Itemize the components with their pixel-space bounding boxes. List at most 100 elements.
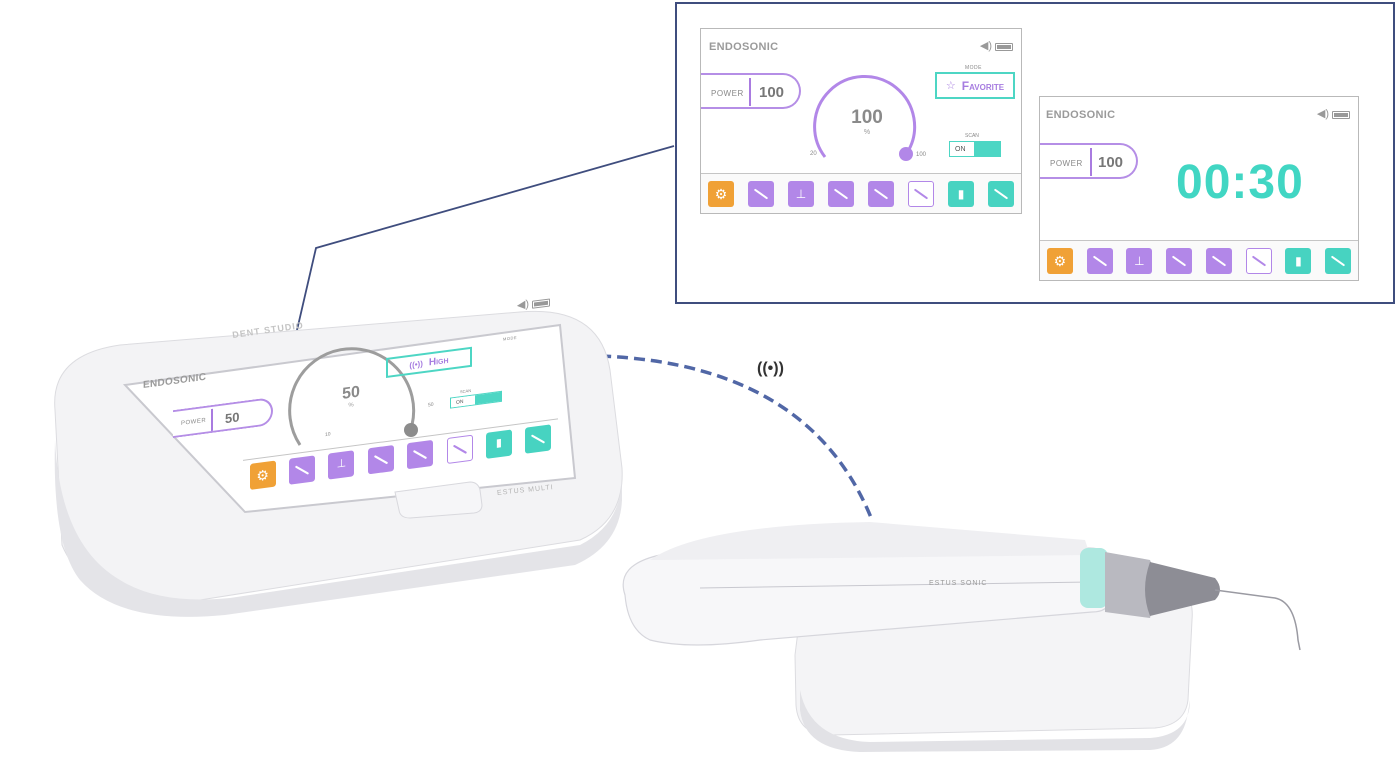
main-gauge-knob xyxy=(899,147,913,161)
file-icon xyxy=(1171,255,1187,266)
main-power-value: 100 xyxy=(759,84,785,101)
console-tool-button-2[interactable]: ⊥ xyxy=(328,449,355,480)
console-screen-title: ENDOSONIC xyxy=(143,371,207,392)
handpiece-model-label: ESTUS SONIC xyxy=(929,580,988,587)
gear-icon: ⚙ xyxy=(256,465,269,484)
scaler-icon xyxy=(1330,255,1346,266)
file-outline-icon xyxy=(452,444,467,454)
main-gauge-max: 100 xyxy=(916,152,927,158)
file-icon xyxy=(373,454,388,464)
console-scan-toggle[interactable]: ON xyxy=(450,390,502,409)
main-tool-button-2[interactable]: ⊥ xyxy=(788,180,814,207)
timer-tool-button-2[interactable]: ⊥ xyxy=(1126,247,1153,274)
console-mode-value: High xyxy=(428,354,449,368)
timer-settings-button[interactable]: ⚙ xyxy=(1046,247,1073,274)
scaler-icon xyxy=(993,188,1009,199)
console-gauge-knob xyxy=(404,423,418,437)
console-tool-button-7[interactable] xyxy=(525,423,552,454)
main-tool-button-3[interactable] xyxy=(828,180,854,207)
power-tick xyxy=(1090,148,1092,176)
console-power-value: 50 xyxy=(225,409,240,427)
console-tool-button-1[interactable] xyxy=(289,454,316,485)
tooth-icon: ▮ xyxy=(495,436,502,450)
main-tool-button-7[interactable] xyxy=(988,180,1014,207)
main-tool-button-6[interactable]: ▮ xyxy=(948,180,974,207)
main-scan-toggle[interactable]: ON xyxy=(949,141,1001,157)
timer-tool-button-4[interactable] xyxy=(1205,247,1232,274)
main-mode-value: Favorite xyxy=(961,78,1005,93)
main-status-icons: ◀) xyxy=(980,41,1013,52)
main-gauge-unit: % xyxy=(863,129,871,136)
console-gauge-arc xyxy=(288,347,416,446)
file-outline-icon xyxy=(1251,255,1266,266)
gear-icon: ⚙ xyxy=(714,185,728,202)
battery-icon xyxy=(995,42,1013,51)
battery-icon xyxy=(532,297,550,309)
console-tool-button-6[interactable]: ▮ xyxy=(485,428,512,459)
timer-tool-button-7[interactable] xyxy=(1325,247,1352,274)
main-power-box[interactable]: POWER 100 xyxy=(701,73,801,109)
main-scan-state: ON xyxy=(950,142,974,156)
main-screen-title: ENDOSONIC xyxy=(709,41,779,53)
timer-toolbar: ⚙ ⊥ ▮ xyxy=(1040,240,1358,280)
wireless-mode-icon: ((•)) xyxy=(409,358,423,370)
timer-tool-button-5[interactable] xyxy=(1245,247,1272,274)
main-settings-button[interactable]: ⚙ xyxy=(708,180,734,207)
timer-tool-button-6[interactable]: ▮ xyxy=(1285,247,1312,274)
file-icon xyxy=(873,188,889,199)
timer-power-label: POWER xyxy=(1050,159,1083,168)
scan-fill xyxy=(475,391,501,405)
console-tool-button-5[interactable] xyxy=(446,434,473,464)
console-status-icons: ◀) xyxy=(517,296,550,312)
scan-fill xyxy=(974,142,1000,156)
timer-screen-title: ENDOSONIC xyxy=(1046,109,1116,121)
main-toolbar: ⚙ ⊥ ▮ xyxy=(701,173,1021,213)
main-gauge-min: 20 xyxy=(810,151,817,157)
console-settings-button[interactable]: ⚙ xyxy=(249,460,276,490)
gear-icon: ⚙ xyxy=(1053,252,1067,269)
file-icon xyxy=(413,449,428,459)
wireless-signal-icon: ((•)) xyxy=(757,360,784,377)
speaker-icon: ◀) xyxy=(1316,108,1329,120)
main-power-label: POWER xyxy=(711,89,744,98)
file-outline-icon xyxy=(913,188,929,199)
console-gauge-max: 50 xyxy=(428,401,434,409)
main-tool-button-5[interactable] xyxy=(908,180,934,207)
timer-display: 00:30 xyxy=(1176,156,1304,209)
timer-power-value: 100 xyxy=(1098,154,1124,171)
tooth-icon: ▮ xyxy=(957,186,965,201)
console-tool-button-3[interactable] xyxy=(367,444,394,474)
main-tool-button-1[interactable] xyxy=(748,180,774,207)
console-power-box[interactable]: POWER 50 xyxy=(173,396,273,439)
power-tick xyxy=(211,408,213,432)
file-icon xyxy=(833,188,849,199)
handpiece-icon xyxy=(294,464,310,475)
tooth-root-icon: ⊥ xyxy=(336,457,347,471)
power-tick xyxy=(749,78,751,106)
console-scan-label: SCAN xyxy=(460,387,472,395)
timer-screen: ENDOSONIC ◀) POWER 100 00:30 ⚙ ⊥ ▮ xyxy=(1039,96,1359,281)
handpiece-icon xyxy=(753,188,769,199)
tooth-root-icon: ⊥ xyxy=(1134,253,1145,268)
console-mode-label: MODE xyxy=(503,334,517,342)
timer-power-box[interactable]: POWER 100 xyxy=(1040,143,1138,179)
main-tool-button-4[interactable] xyxy=(868,180,894,207)
console-scan-state: ON xyxy=(451,395,475,408)
main-screen: ENDOSONIC ◀) POWER 100 100 % 20 100 MODE… xyxy=(700,28,1022,214)
main-mode-button[interactable]: ☆ Favorite xyxy=(935,72,1015,99)
main-gauge xyxy=(813,74,917,161)
battery-icon xyxy=(1332,110,1350,119)
timer-tool-button-1[interactable] xyxy=(1086,247,1113,274)
console-mode-button[interactable]: ((•)) High xyxy=(386,346,472,379)
console-tool-button-4[interactable] xyxy=(407,439,434,469)
tooth-icon: ▮ xyxy=(1295,253,1302,268)
star-icon: ☆ xyxy=(945,80,956,92)
main-gauge-value: 100 xyxy=(851,107,883,128)
timer-tool-button-3[interactable] xyxy=(1166,247,1193,274)
tooth-root-icon: ⊥ xyxy=(795,186,807,201)
console-power-label: POWER xyxy=(181,417,207,428)
speaker-icon: ◀) xyxy=(979,40,992,52)
scaler-icon xyxy=(531,433,546,444)
main-mode-label: MODE xyxy=(965,65,982,71)
